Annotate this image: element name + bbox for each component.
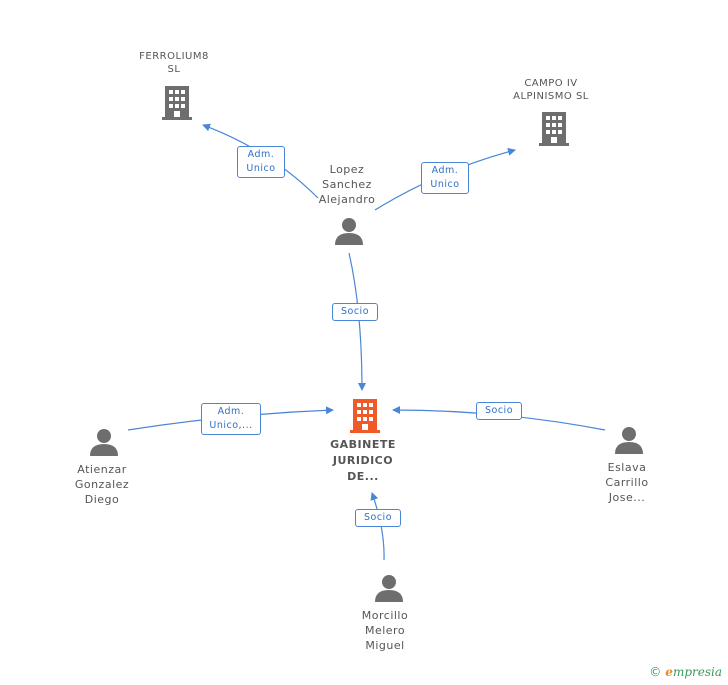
person-icon[interactable] (614, 426, 644, 454)
node-gabinete-line1: GABINETE (330, 438, 396, 451)
edge-label-line1: Socio (363, 512, 393, 523)
edge-label-lopez-campo[interactable]: Adm. Unico (421, 162, 469, 194)
building-icon[interactable] (161, 85, 193, 121)
node-lopez-line1: Lopez (329, 163, 365, 176)
edge-label-line1: Socio (340, 306, 370, 317)
edge-label-atienzar-gabinete[interactable]: Adm. Unico,... (201, 403, 261, 435)
building-icon[interactable] (349, 398, 381, 434)
brand-logo-e: e (665, 665, 673, 679)
node-lopez-label[interactable]: Lopez Sanchez Alejandro (299, 162, 395, 207)
node-atienzar-line2: Gonzalez (74, 478, 130, 491)
edge-lopez-gabinete (348, 252, 366, 391)
edge-label-eslava-gabinete[interactable]: Socio (476, 402, 522, 420)
edge-label-line1: Adm. (217, 406, 245, 417)
edge-label-line2: Unico (246, 163, 276, 174)
node-morcillo-line1: Morcillo (361, 609, 409, 622)
node-ferrolium-label[interactable]: FERROLIUM8 SL (124, 50, 224, 76)
building-icon[interactable] (538, 111, 570, 147)
node-campo-line2: ALPINISMO SL (513, 91, 589, 102)
copyright-icon: © (649, 665, 662, 679)
node-atienzar-label[interactable]: Atienzar Gonzalez Diego (54, 462, 150, 507)
edge-label-lopez-gabinete[interactable]: Socio (332, 303, 378, 321)
brand-footer: ©empresia (649, 665, 722, 679)
node-eslava-line3: Jose... (608, 491, 646, 504)
edge-label-line2: Unico (430, 179, 460, 190)
brand-logo-text: mpresia (672, 665, 722, 679)
edge-morcillo-gabinete (370, 492, 385, 561)
edge-label-lopez-ferrolium[interactable]: Adm. Unico (237, 146, 285, 178)
node-ferrolium-line2: SL (167, 64, 181, 75)
node-ferrolium-line1: FERROLIUM8 (139, 51, 209, 62)
node-gabinete-line2: JURIDICO (332, 454, 394, 467)
person-icon[interactable] (334, 217, 364, 245)
node-eslava-line2: Carrillo (605, 476, 649, 489)
node-eslava-label[interactable]: Eslava Carrillo Jose... (579, 460, 675, 505)
person-icon[interactable] (89, 428, 119, 456)
edge-label-line2: Unico,... (209, 420, 253, 431)
node-eslava-line1: Eslava (607, 461, 647, 474)
node-morcillo-label[interactable]: Morcillo Melero Miguel (337, 608, 433, 653)
node-campo-label[interactable]: CAMPO IV ALPINISMO SL (491, 77, 611, 103)
node-morcillo-line2: Melero (364, 624, 406, 637)
node-morcillo-line3: Miguel (365, 639, 405, 652)
node-lopez-line2: Sanchez (322, 178, 372, 191)
edge-label-line1: Adm. (247, 149, 275, 160)
node-atienzar-line1: Atienzar (77, 463, 127, 476)
node-campo-line1: CAMPO IV (524, 78, 578, 89)
node-lopez-line3: Alejandro (318, 193, 376, 206)
edge-label-morcillo-gabinete[interactable]: Socio (355, 509, 401, 527)
node-atienzar-line3: Diego (84, 493, 120, 506)
edge-label-line1: Socio (484, 405, 514, 416)
edge-label-line1: Adm. (431, 165, 459, 176)
node-gabinete-label[interactable]: GABINETE JURIDICO DE... (313, 437, 413, 485)
person-icon[interactable] (374, 574, 404, 602)
node-gabinete-line3: DE... (347, 470, 379, 483)
